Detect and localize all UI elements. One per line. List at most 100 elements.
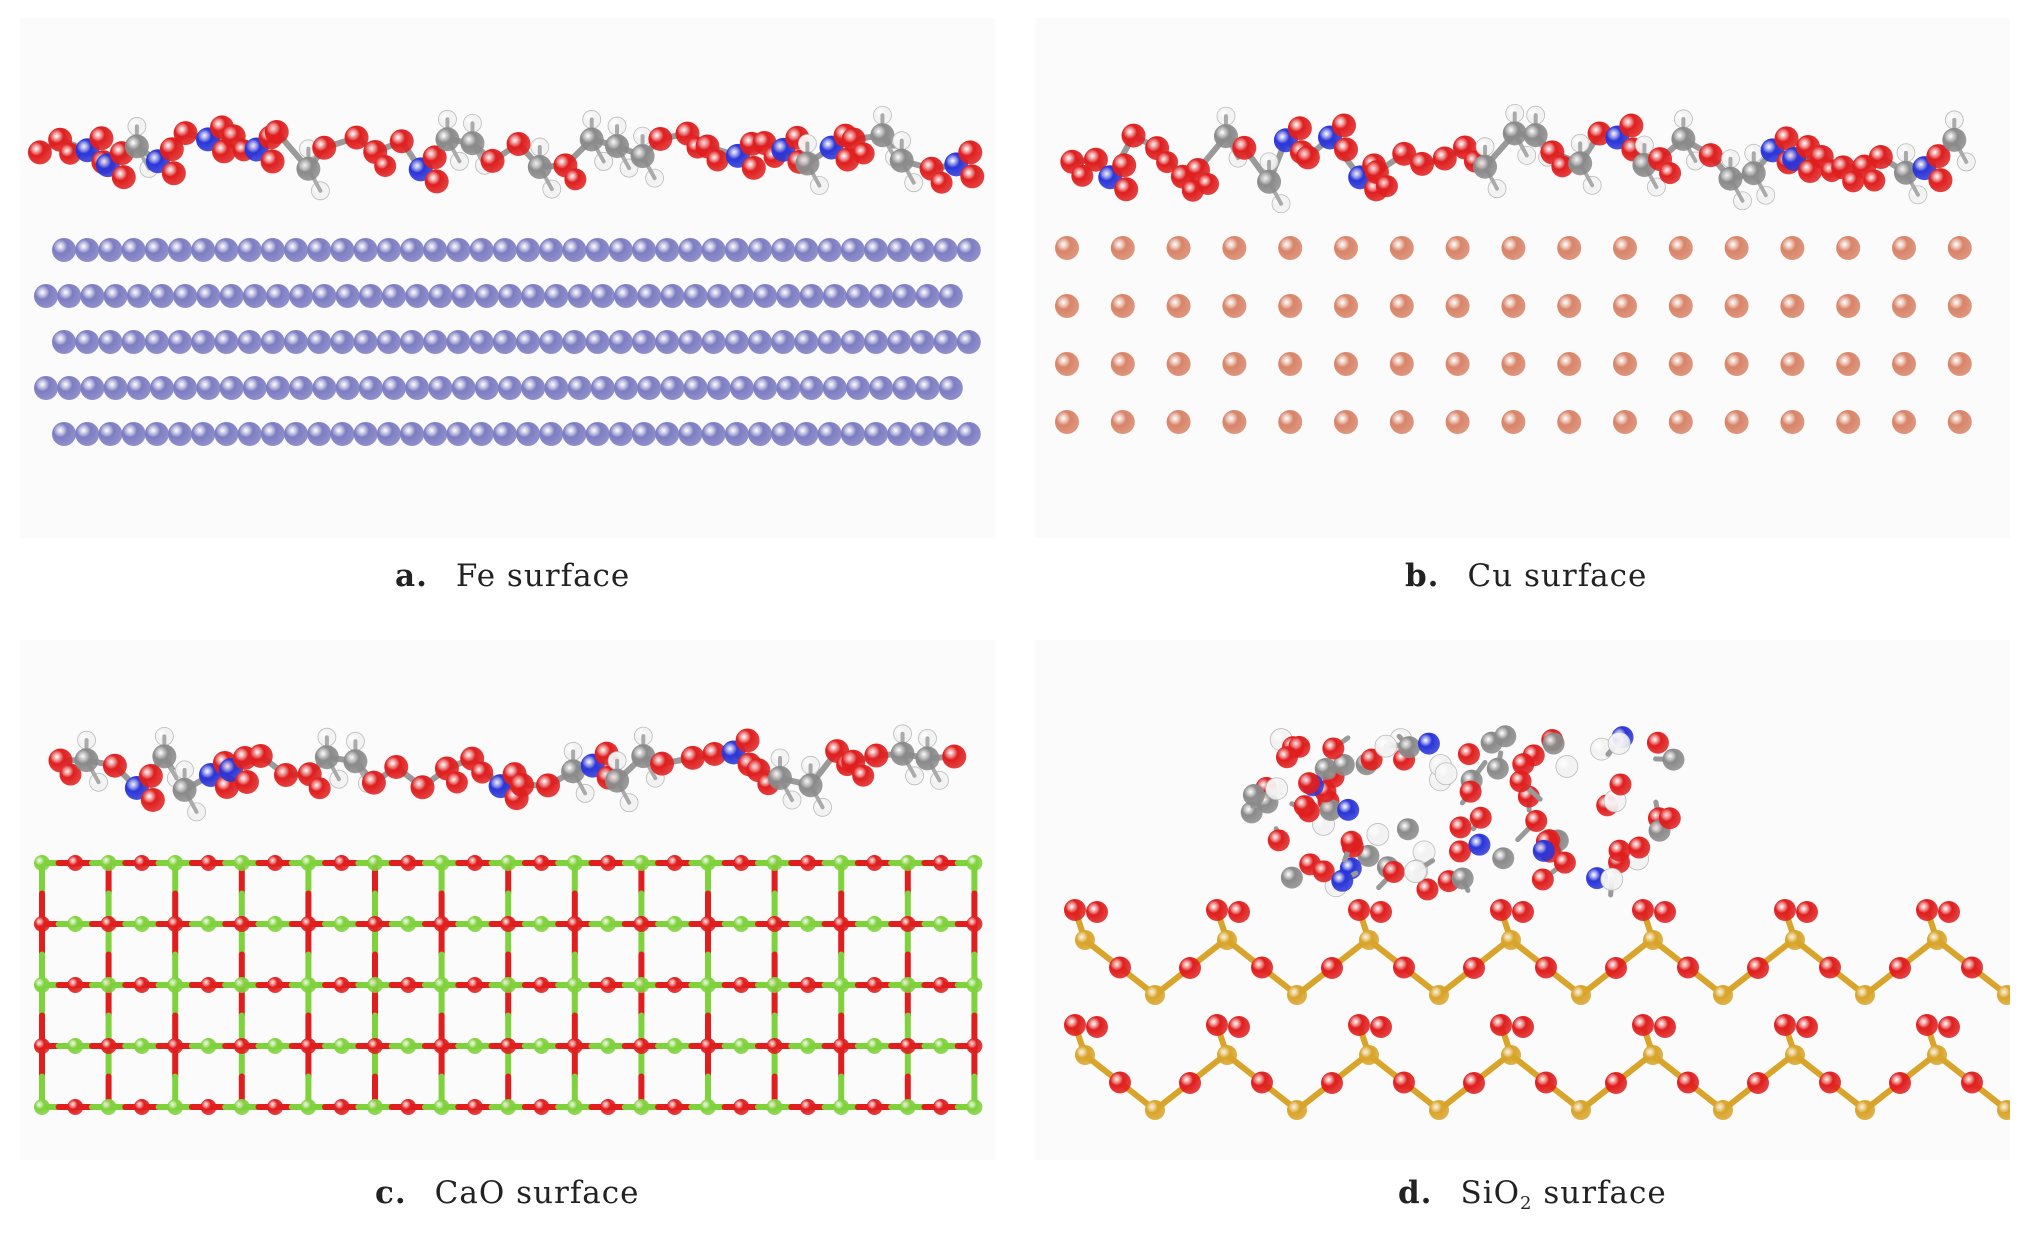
iron-atom bbox=[637, 284, 662, 308]
iron-atom bbox=[144, 422, 169, 446]
oxygen-atom bbox=[248, 743, 273, 768]
oxygen-atom bbox=[1819, 1071, 1841, 1094]
oxygen-atom bbox=[1796, 1016, 1818, 1038]
iron-atom bbox=[840, 330, 865, 354]
iron-atom bbox=[307, 330, 332, 354]
copper-atom bbox=[1613, 410, 1637, 434]
oxygen-atom bbox=[100, 1038, 117, 1054]
oxygen-atom bbox=[1490, 1014, 1512, 1036]
oxygen-atom bbox=[1360, 748, 1383, 771]
iron-atom bbox=[103, 376, 128, 400]
iron-atom bbox=[498, 376, 522, 400]
oxygen-atom bbox=[942, 744, 967, 769]
iron-atom bbox=[817, 330, 842, 354]
iron-atom bbox=[892, 376, 917, 400]
oxygen-atom bbox=[1916, 1014, 1938, 1036]
iron-atom bbox=[353, 422, 378, 446]
oxygen-atom bbox=[1677, 956, 1699, 979]
iron-atom bbox=[492, 330, 517, 354]
iron-atom bbox=[330, 422, 355, 446]
oxygen-atom bbox=[1553, 851, 1576, 874]
carbon-atom bbox=[1523, 123, 1548, 148]
copper-atom bbox=[1947, 410, 1972, 434]
silicon-atom bbox=[1501, 930, 1521, 950]
oxygen-atom bbox=[1531, 868, 1554, 891]
oxygen-atom bbox=[600, 855, 617, 871]
iron-atom bbox=[358, 376, 383, 400]
carbon-atom bbox=[1332, 753, 1355, 776]
iron-atom bbox=[498, 284, 522, 308]
iron-atom bbox=[376, 330, 401, 354]
hydrogen-atom bbox=[1374, 734, 1398, 758]
oxygen-atom bbox=[1322, 737, 1345, 760]
oxygen-atom bbox=[533, 1099, 550, 1115]
iron-atom bbox=[219, 376, 244, 400]
oxygen-atom bbox=[422, 145, 447, 170]
iron-atom bbox=[474, 376, 499, 400]
carbon-atom bbox=[890, 741, 915, 766]
oxygen-atom bbox=[1889, 1072, 1911, 1094]
oxygen-atom bbox=[933, 855, 950, 871]
iron-atom bbox=[585, 422, 610, 446]
iron-atom bbox=[335, 376, 360, 400]
oxygen-atom bbox=[1206, 899, 1228, 921]
calcium-atom bbox=[799, 1038, 816, 1054]
oxygen-atom bbox=[933, 977, 950, 993]
iron-atom bbox=[771, 330, 796, 354]
oxygen-atom bbox=[852, 142, 875, 165]
iron-atom bbox=[75, 330, 100, 354]
iron-atom bbox=[121, 422, 146, 446]
oxygen-atom bbox=[1348, 899, 1370, 921]
hydrogen-atom bbox=[1434, 762, 1458, 786]
oxygen-atom bbox=[1382, 860, 1405, 883]
calcium-atom bbox=[766, 1099, 783, 1115]
calcium-atom bbox=[500, 855, 517, 871]
iron-atom bbox=[376, 238, 401, 262]
calcium-atom bbox=[34, 977, 50, 993]
silicon-atom bbox=[1927, 930, 1947, 950]
iron-atom bbox=[632, 238, 656, 262]
carbon-atom bbox=[1492, 847, 1515, 870]
copper-atom bbox=[1557, 294, 1582, 318]
copper-atom bbox=[1445, 410, 1470, 434]
oxygen-atom bbox=[1609, 773, 1632, 796]
iron-atom bbox=[590, 376, 615, 400]
iron-atom bbox=[678, 330, 703, 354]
panel-sio2-surface bbox=[1035, 640, 2010, 1160]
calcium-atom bbox=[100, 1099, 117, 1115]
iron-atom bbox=[423, 330, 448, 354]
iron-atom bbox=[544, 284, 569, 308]
carbon-atom bbox=[1671, 126, 1696, 151]
oxygen-atom bbox=[1525, 809, 1548, 832]
copper-atom bbox=[1501, 352, 1526, 376]
copper-atom bbox=[1947, 236, 1972, 260]
oxygen-atom bbox=[1334, 137, 1359, 162]
iron-atom bbox=[840, 422, 865, 446]
iron-atom bbox=[683, 376, 708, 400]
iron-atom bbox=[933, 422, 958, 446]
panel-label: b. bbox=[1405, 558, 1440, 594]
oxygen-atom bbox=[1774, 126, 1799, 151]
oxygen-atom bbox=[1619, 113, 1644, 138]
iron-atom bbox=[307, 238, 332, 262]
carbon-atom bbox=[1718, 166, 1743, 191]
copper-atom bbox=[1780, 236, 1805, 260]
oxygen-atom bbox=[833, 1038, 850, 1054]
oxygen-atom bbox=[1605, 957, 1627, 979]
oxygen-atom bbox=[633, 916, 650, 932]
silicon-atom bbox=[1643, 930, 1663, 950]
carbon-atom bbox=[435, 127, 460, 152]
oxygen-atom bbox=[1121, 123, 1146, 148]
oxygen-atom bbox=[1463, 1072, 1485, 1094]
iron-atom bbox=[191, 238, 216, 262]
oxygen-atom bbox=[400, 1099, 417, 1115]
hydrogen-atom bbox=[1607, 731, 1631, 755]
iron-atom bbox=[144, 330, 169, 354]
iron-atom bbox=[451, 376, 476, 400]
panel-caption: Fe surface bbox=[455, 558, 631, 594]
copper-atom bbox=[1166, 410, 1191, 434]
iron-atom bbox=[353, 330, 378, 354]
iron-atom bbox=[237, 422, 262, 446]
carbon-atom bbox=[1314, 757, 1337, 780]
oxygen-atom bbox=[167, 1038, 184, 1054]
